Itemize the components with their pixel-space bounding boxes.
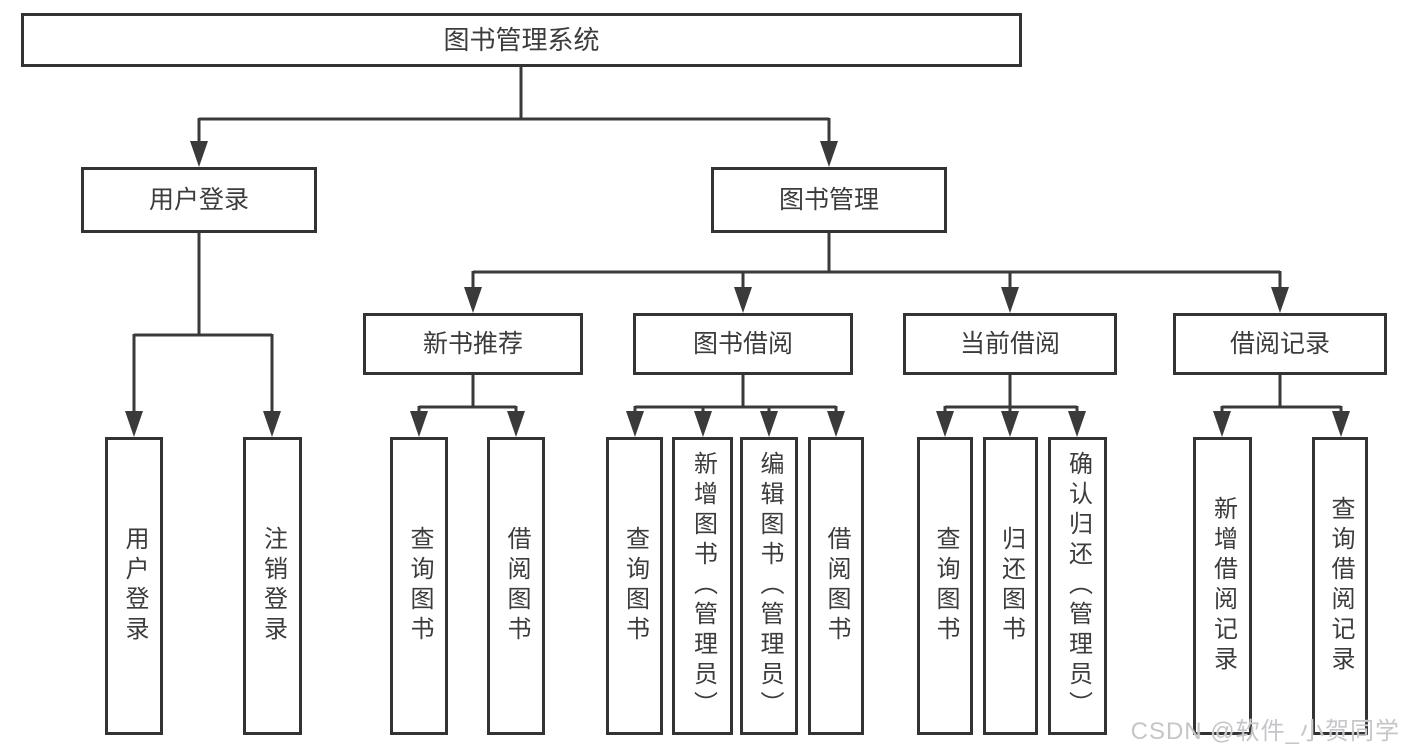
node-new-book-recommend: 新书推荐 [363, 313, 583, 375]
leaf-return-books: 归还图书 [983, 437, 1038, 735]
node-user-login-label: 用户登录 [148, 185, 249, 214]
leaf-query-borrow-record: 查询借阅记录 [1312, 437, 1368, 735]
node-root-label: 图书管理系统 [443, 25, 600, 55]
leaf-query-books-2-label: 查询图书 [621, 526, 649, 646]
leaf-confirm-return-label: 确认归还（管理员） [1064, 451, 1092, 721]
leaf-add-borrow-record: 新增借阅记录 [1193, 437, 1252, 735]
node-root: 图书管理系统 [21, 13, 1022, 67]
leaf-confirm-return: 确认归还（管理员） [1048, 437, 1107, 735]
leaf-query-books-1-label: 查询图书 [406, 526, 433, 646]
node-current-borrow-label: 当前借阅 [959, 329, 1060, 358]
leaf-query-books-1: 查询图书 [390, 437, 448, 735]
leaf-query-borrow-record-label: 查询借阅记录 [1327, 496, 1354, 676]
leaf-add-borrow-record-label: 新增借阅记录 [1209, 496, 1237, 676]
node-current-borrow: 当前借阅 [903, 313, 1117, 375]
node-book-management-label: 图书管理 [778, 185, 879, 214]
csdn-watermark: CSDN @软件_小贺同学 [1130, 718, 1400, 745]
leaf-logout: 注销登录 [243, 437, 302, 735]
leaf-query-books-3: 查询图书 [917, 437, 973, 735]
leaf-edit-books-label: 编辑图书（管理员） [756, 451, 783, 721]
leaf-user-login: 用户登录 [105, 437, 163, 735]
node-borrow-records-label: 借阅记录 [1229, 329, 1330, 358]
node-borrow-records: 借阅记录 [1173, 313, 1387, 375]
leaf-logout-label: 注销登录 [259, 526, 287, 646]
leaf-add-books: 新增图书（管理员） [672, 437, 733, 735]
node-book-borrow: 图书借阅 [633, 313, 853, 375]
leaf-query-books-2: 查询图书 [606, 437, 663, 735]
leaf-borrow-books-1-label: 借阅图书 [503, 526, 530, 646]
leaf-query-books-3-label: 查询图书 [932, 526, 959, 646]
leaf-return-books-label: 归还图书 [997, 526, 1025, 646]
leaf-borrow-books-2: 借阅图书 [808, 437, 864, 735]
leaf-edit-books: 编辑图书（管理员） [740, 437, 798, 735]
leaf-add-books-label: 新增图书（管理员） [689, 451, 717, 721]
node-book-management: 图书管理 [711, 167, 947, 233]
node-book-borrow-label: 图书借阅 [692, 329, 793, 358]
node-user-login: 用户登录 [81, 167, 317, 233]
leaf-user-login-label: 用户登录 [121, 526, 148, 646]
node-new-book-recommend-label: 新书推荐 [422, 329, 523, 358]
leaf-borrow-books-2-label: 借阅图书 [823, 526, 850, 646]
leaf-borrow-books-1: 借阅图书 [487, 437, 545, 735]
